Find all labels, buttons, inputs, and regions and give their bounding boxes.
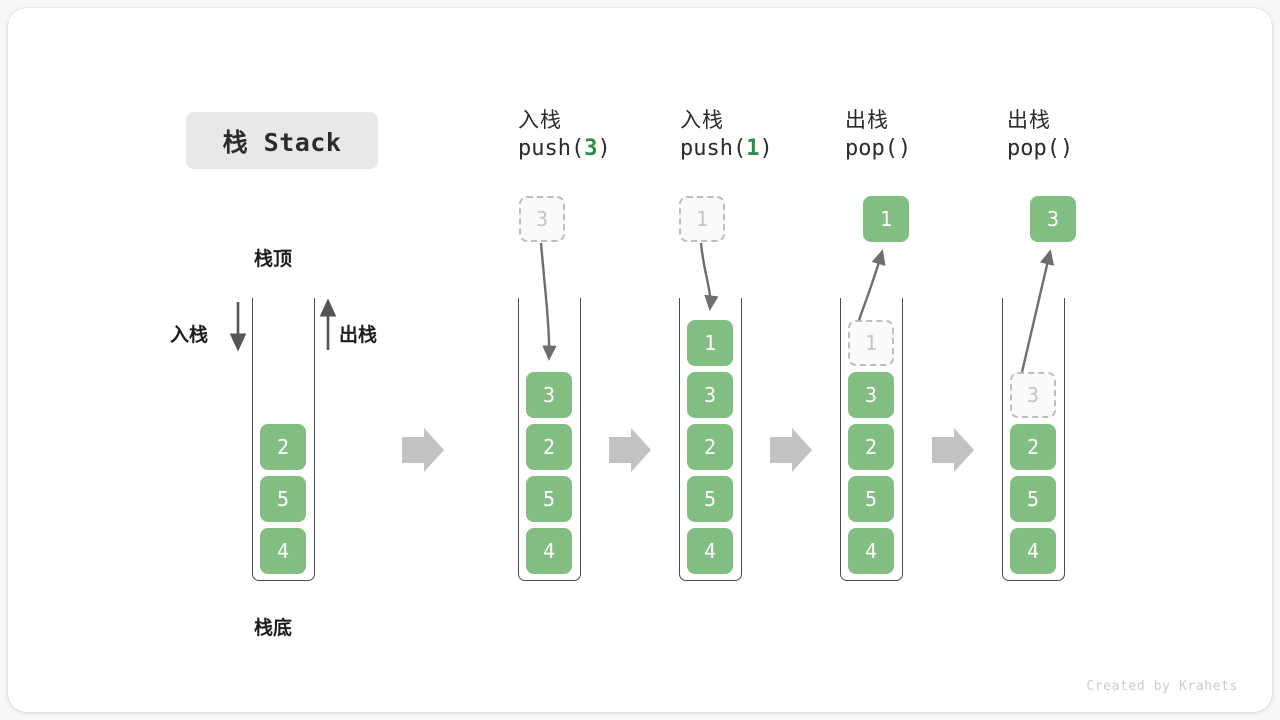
code-suffix: ) xyxy=(897,136,912,161)
stack-cell: 4 xyxy=(260,528,306,574)
stack-cell: 2 xyxy=(848,424,894,470)
stack-cell: 5 xyxy=(260,476,306,522)
stack-cell: 2 xyxy=(1010,424,1056,470)
step-header-pop3: 出栈 pop() xyxy=(1007,108,1167,164)
stack-cell: 3 xyxy=(848,372,894,418)
step-header-push1: 入栈 push(1) xyxy=(680,108,840,164)
code-prefix: push( xyxy=(518,136,585,161)
step-header-cn: 入栈 xyxy=(680,109,724,132)
stack-cell: 2 xyxy=(526,424,572,470)
code-suffix: ) xyxy=(597,136,611,161)
step-header-code: pop() xyxy=(1007,134,1167,164)
pending-element-ghost: 3 xyxy=(519,196,565,242)
stack-cell: 5 xyxy=(687,476,733,522)
step-header-cn: 出栈 xyxy=(1007,109,1051,132)
step-header-cn: 出栈 xyxy=(845,109,889,132)
step-header-push3: 入栈 push(3) xyxy=(518,108,678,164)
code-prefix: pop( xyxy=(845,136,898,161)
stack-container-pop3 xyxy=(1002,298,1065,581)
stack-container-push3 xyxy=(518,298,581,581)
removed-element-ghost: 1 xyxy=(848,320,894,366)
step-header-pop1: 出栈 pop() xyxy=(845,108,1005,164)
label-pop-direction: 出栈 xyxy=(339,325,378,346)
label-stack-bottom: 栈底 xyxy=(254,618,293,639)
popped-element: 1 xyxy=(863,196,909,242)
stack-cell: 5 xyxy=(1010,476,1056,522)
popped-element: 3 xyxy=(1030,196,1076,242)
code-arg: 1 xyxy=(746,136,760,161)
stack-cell: 2 xyxy=(260,424,306,470)
code-arg: 3 xyxy=(584,136,598,161)
label-stack-top: 栈顶 xyxy=(254,249,293,270)
stack-cell: 3 xyxy=(526,372,572,418)
removed-element-ghost: 3 xyxy=(1010,372,1056,418)
stack-cell: 1 xyxy=(687,320,733,366)
stack-cell: 2 xyxy=(687,424,733,470)
stack-cell: 4 xyxy=(687,528,733,574)
code-suffix: ) xyxy=(759,136,773,161)
stack-cell: 5 xyxy=(848,476,894,522)
stack-cell: 5 xyxy=(526,476,572,522)
diagram-title-chip: 栈 Stack xyxy=(186,112,378,169)
stack-cell: 4 xyxy=(526,528,572,574)
stack-container-pop1 xyxy=(840,298,903,581)
stack-cell: 3 xyxy=(687,372,733,418)
stack-container-push1 xyxy=(679,298,742,581)
stack-container-initial xyxy=(252,298,315,581)
step-header-code: push(3) xyxy=(518,134,678,164)
stack-cell: 4 xyxy=(848,528,894,574)
code-prefix: push( xyxy=(680,136,747,161)
step-header-code: push(1) xyxy=(680,134,840,164)
code-prefix: pop( xyxy=(1007,136,1060,161)
step-header-code: pop() xyxy=(845,134,1005,164)
step-header-cn: 入栈 xyxy=(518,109,562,132)
credit-text: Created by Krahets xyxy=(1086,679,1238,694)
label-push-direction: 入栈 xyxy=(170,325,209,346)
stack-cell: 4 xyxy=(1010,528,1056,574)
pending-element-ghost: 1 xyxy=(679,196,725,242)
code-suffix: ) xyxy=(1059,136,1074,161)
